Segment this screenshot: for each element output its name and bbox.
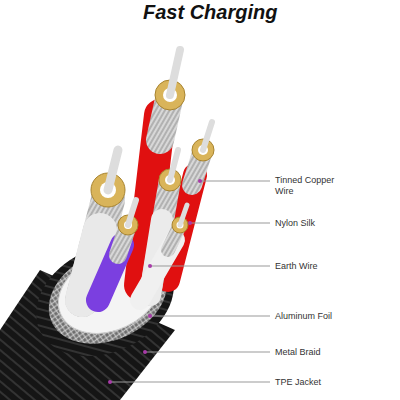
copper-ends <box>91 50 214 235</box>
part-label: Tinned Copper Wire <box>275 175 341 197</box>
part-label: Nylon Silk <box>275 218 385 229</box>
wires <box>82 95 203 300</box>
title: Fast Charging <box>143 1 277 24</box>
leader-dots <box>108 179 202 384</box>
part-label: TPE Jacket <box>275 377 385 388</box>
tpe-jacket <box>0 222 192 400</box>
part-label: Aluminum Foil <box>275 311 385 322</box>
part-label: Metal Braid <box>275 347 385 358</box>
leader-lines <box>110 181 270 382</box>
part-label: Earth Wire <box>275 261 385 272</box>
